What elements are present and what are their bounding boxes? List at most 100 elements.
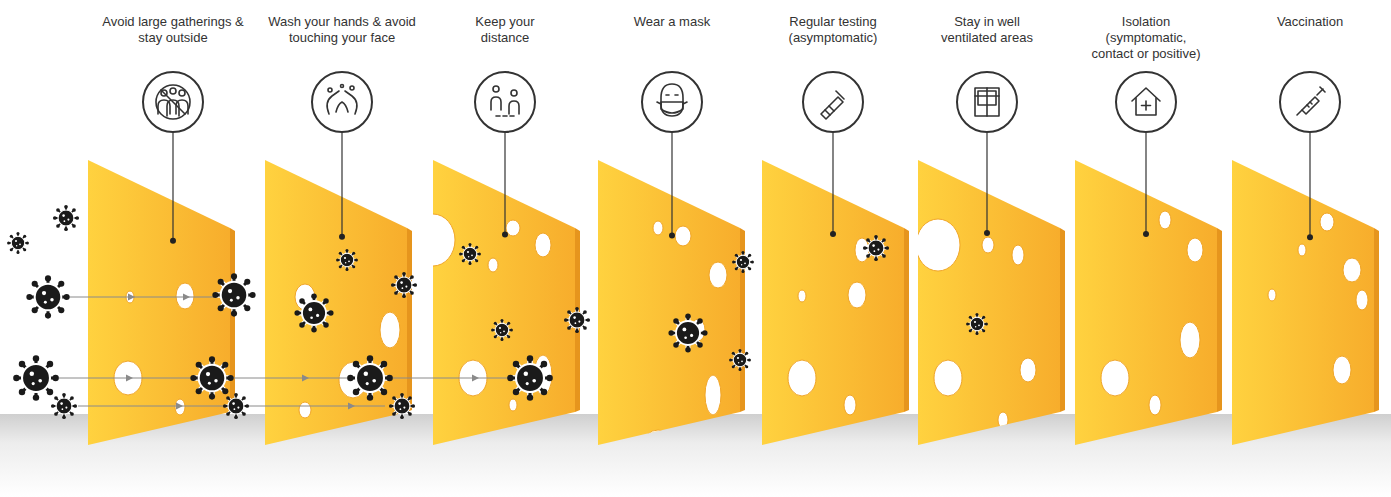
arrow-head [183, 294, 190, 301]
virus [212, 273, 255, 316]
layer-label: Vaccination [1255, 14, 1365, 30]
slice-shape [420, 0, 590, 470]
virus [391, 272, 417, 298]
holes [114, 283, 194, 415]
icon-stroke [986, 88, 988, 116]
cheese-hole [1149, 395, 1161, 415]
cheese-slice: Isolation (symptomatic, contact or posit… [1061, 0, 1231, 470]
holes [788, 238, 869, 415]
slice-shape [1061, 0, 1231, 470]
cheese-slice: Avoid large gatherings & stay outside [88, 0, 258, 470]
icon-stroke [511, 90, 517, 96]
slice-edge [230, 228, 235, 412]
virus [26, 275, 69, 318]
virus [668, 313, 707, 352]
cheese-hole [506, 220, 520, 236]
icon-stroke [350, 86, 354, 90]
holes [1268, 213, 1368, 462]
holes [916, 219, 1036, 428]
virus [294, 293, 333, 332]
slice-edge [575, 228, 580, 412]
arrow-heads [126, 294, 479, 410]
virus [507, 355, 553, 401]
icon [156, 85, 190, 119]
icon [1297, 87, 1325, 115]
cheese-hole [916, 219, 960, 271]
virus [966, 313, 988, 335]
slice-shape [748, 0, 918, 470]
cheese-hole [339, 362, 367, 398]
icon-stroke [657, 102, 661, 104]
icon-stroke [829, 106, 834, 111]
icon-stroke [1320, 87, 1325, 92]
virus [223, 393, 249, 419]
icon-stroke [1310, 102, 1312, 104]
virus [347, 355, 393, 401]
slice-face [918, 160, 1060, 445]
cheese-hole [535, 233, 551, 257]
icon [491, 86, 519, 116]
virus [7, 232, 29, 254]
arrow-line [58, 378, 512, 379]
virus [491, 319, 513, 341]
arrow-head [472, 375, 479, 382]
cheese-hole [1268, 289, 1276, 301]
cheese-hole [1020, 358, 1036, 382]
pin-line [1145, 132, 1146, 234]
arrow-line [78, 406, 385, 407]
cheese-hole [1288, 434, 1316, 462]
cheese-hole [855, 238, 869, 262]
icon-stroke [170, 88, 176, 94]
icon-stroke [493, 86, 499, 92]
slice-shape [257, 0, 427, 470]
layer-label: Stay in well ventilated areas [932, 14, 1042, 46]
icon-stroke [341, 85, 344, 88]
icon-stroke [491, 97, 501, 110]
holes [1101, 211, 1203, 415]
icon-circle [803, 72, 863, 132]
cheese-hole [1159, 211, 1171, 229]
cheese-hole [1012, 245, 1024, 265]
cheese-hole [534, 355, 552, 395]
slice-face [265, 160, 407, 445]
icon-stroke [336, 102, 348, 112]
pin-line [172, 132, 173, 241]
cheese-hole [1180, 322, 1200, 358]
pin-line [504, 132, 505, 234]
icon-stroke [661, 102, 683, 113]
layer-label: Regular testing (asymptomatic) [778, 14, 888, 46]
holes [411, 214, 552, 411]
cheese-slice: Stay in well ventilated areas [902, 0, 1072, 470]
cheese-hole [643, 430, 673, 460]
slice-edge [904, 228, 909, 412]
cheese-hole [1333, 356, 1351, 384]
floor [0, 414, 1391, 497]
pin-dot [984, 230, 990, 236]
icon [975, 88, 999, 116]
cheese-hole [1101, 360, 1129, 396]
slice-face [88, 160, 230, 445]
pin-dot [502, 231, 508, 237]
icon-stroke [683, 102, 687, 104]
icon-stroke [975, 88, 999, 116]
cheese-hole [295, 284, 315, 310]
slice-shape [902, 0, 1072, 470]
icon-stroke [1142, 105, 1151, 107]
cheese-hole [1320, 213, 1334, 231]
slice-shape [88, 0, 258, 470]
cheese-hole [709, 262, 727, 288]
cheese-hole [488, 258, 498, 272]
slice-edge [407, 228, 412, 412]
layer-label: Avoid large gatherings & stay outside [98, 14, 248, 46]
cheese-hole [798, 290, 806, 302]
slice-face [1232, 160, 1374, 445]
pin-line [832, 132, 833, 234]
icon-stroke [510, 115, 514, 117]
icon-stroke [836, 91, 844, 99]
cheese-slice: Vaccination [1225, 0, 1391, 470]
pin-dot [170, 238, 176, 244]
cheese-hole [848, 282, 866, 308]
slice-face [433, 160, 575, 445]
pin-line [1309, 132, 1310, 237]
cheese-hole [380, 312, 400, 348]
